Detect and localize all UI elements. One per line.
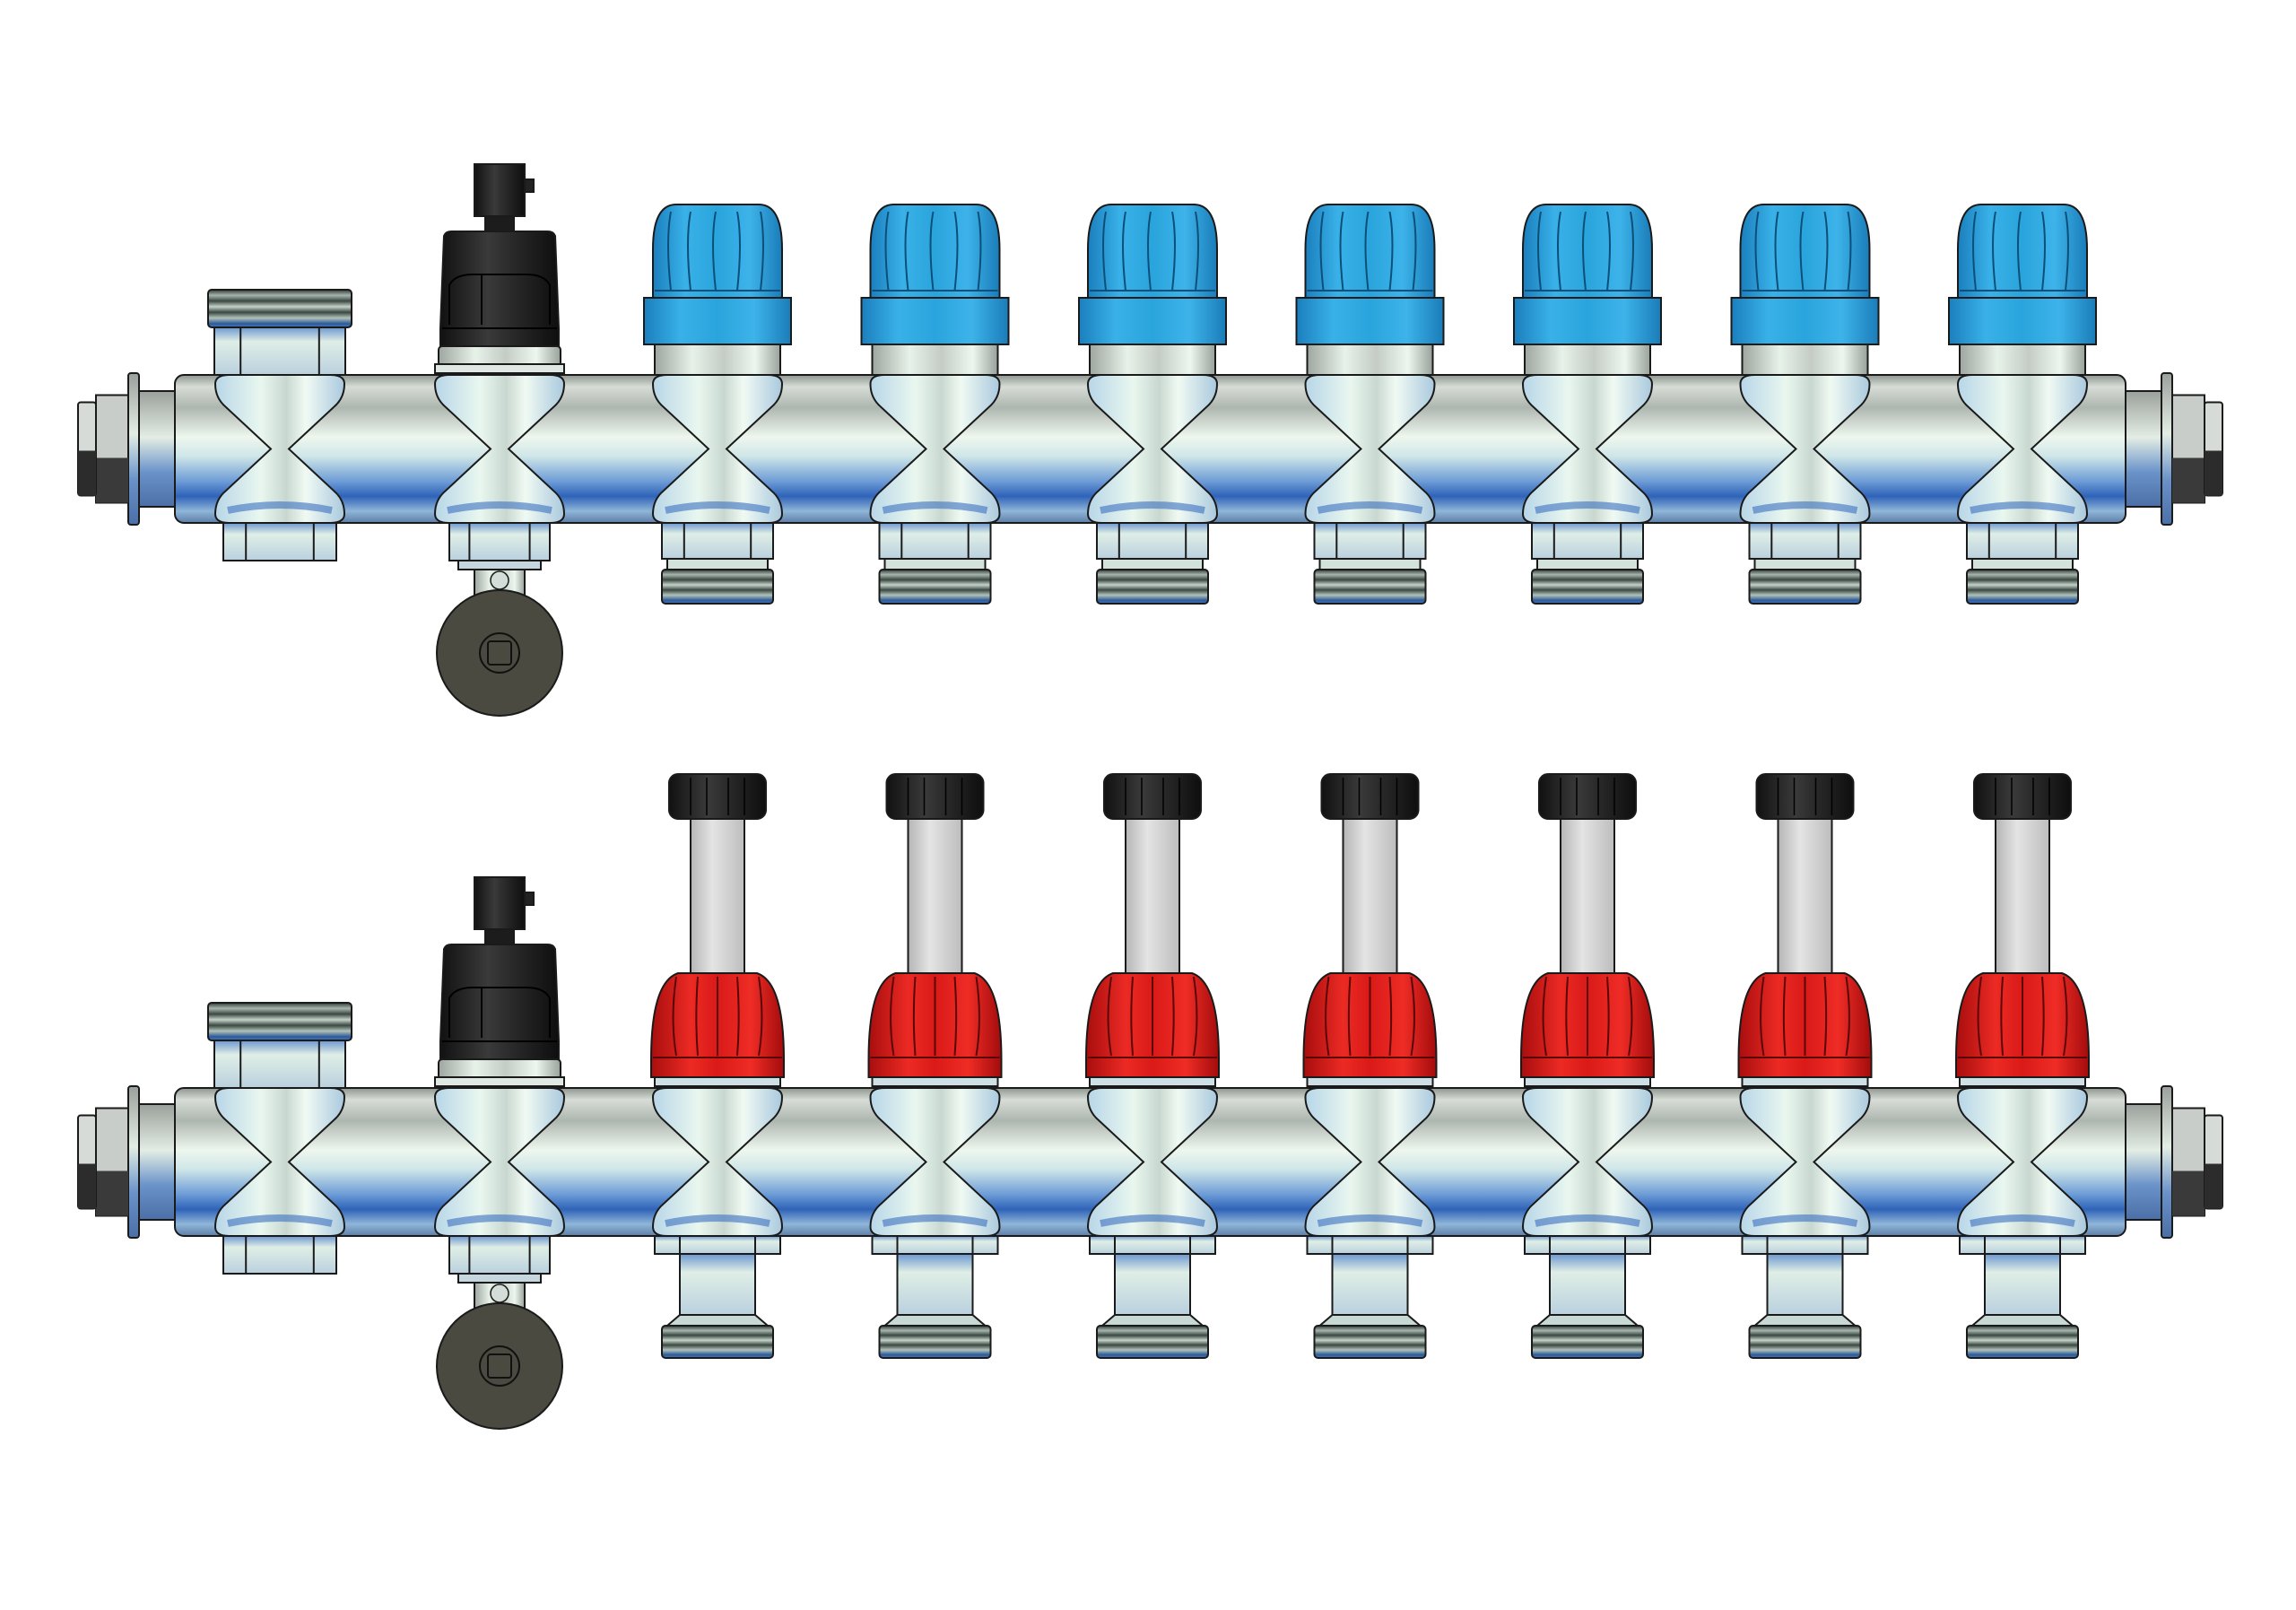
flowmeter-knob-icon	[1538, 773, 1637, 820]
outlet-hex-nut	[1741, 1235, 1869, 1255]
flowmeter	[1955, 773, 2090, 1359]
red-flowmeter-cap-icon	[1302, 972, 1438, 1078]
blue-valve-cap-icon	[1295, 204, 1445, 345]
port-body	[1521, 1087, 1654, 1237]
fitting-bottom-nut	[222, 1235, 337, 1275]
outlet-hex-nut	[1959, 1235, 2086, 1255]
outlet-hex-nut	[1966, 522, 2079, 560]
outlet-thread	[1966, 1325, 2079, 1359]
fitting-bottom-nut	[222, 522, 337, 561]
port-body	[433, 1087, 566, 1237]
fitting-thread-icon	[207, 1002, 352, 1041]
fitting-hex-nut	[213, 326, 346, 376]
flowmeter-sight-tube	[1342, 815, 1398, 974]
outlet-thread	[1531, 1325, 1644, 1359]
thermostatic-valve	[1295, 204, 1445, 605]
flowmeter-sight-tube	[1125, 815, 1180, 974]
port-body	[869, 1087, 1001, 1237]
flowmeter-sight-tube	[1995, 815, 2050, 974]
left-end-cap	[77, 1085, 176, 1239]
air-vent-icon	[434, 163, 565, 374]
port-body	[1956, 1087, 2089, 1237]
port-body	[1304, 1087, 1436, 1237]
drain-hex-nut	[448, 522, 551, 561]
left-end-cap	[77, 372, 176, 526]
outlet-thread	[1096, 1325, 1209, 1359]
outlet-hex-nut	[1531, 522, 1644, 560]
outlet-hex-nut	[654, 1235, 781, 1255]
outlet-thread	[1313, 569, 1427, 605]
drain-hex-nut	[448, 1235, 551, 1275]
flowmeter-knob-icon	[1320, 773, 1420, 820]
port-body	[1086, 1087, 1219, 1237]
outlet-thread	[1966, 569, 2079, 605]
red-flowmeter-cap-icon	[1520, 972, 1655, 1078]
red-flowmeter-cap-icon	[867, 972, 1003, 1078]
outlet-thread	[1313, 1325, 1427, 1359]
side-fitting	[207, 1002, 352, 1275]
outlet-thread	[1748, 1325, 1862, 1359]
thermostatic-valve	[1078, 204, 1227, 605]
flowmeter-sight-tube	[1560, 815, 1615, 974]
thermostatic-valve	[1513, 204, 1662, 605]
thermostatic-valve	[1948, 204, 2097, 605]
fitting-hex-nut	[213, 1040, 346, 1089]
outlet-hex-nut	[878, 522, 992, 560]
air-vent-icon	[434, 876, 565, 1087]
port-body	[433, 374, 566, 524]
supply-manifold	[77, 773, 2223, 1430]
flowmeter	[1737, 773, 1873, 1359]
blue-valve-cap-icon	[1078, 204, 1227, 345]
flowmeter-sight-tube	[690, 815, 745, 974]
outlet-thread	[1748, 569, 1862, 605]
blue-valve-cap-icon	[1513, 204, 1662, 345]
flowmeter-knob-icon	[1103, 773, 1202, 820]
flowmeter-sight-tube	[1777, 815, 1833, 974]
red-flowmeter-cap-icon	[650, 972, 785, 1078]
flowmeter-knob-icon	[1755, 773, 1855, 820]
blue-valve-cap-icon	[1730, 204, 1880, 345]
outlet-hex-nut	[661, 522, 774, 560]
outlet-thread	[1096, 569, 1209, 605]
flowmeter-knob-icon	[668, 773, 767, 820]
red-flowmeter-cap-icon	[1737, 972, 1873, 1078]
drain-valve-icon	[436, 1235, 563, 1430]
outlet-hex-nut	[1089, 1235, 1216, 1255]
outlet-hex-nut	[1524, 1235, 1651, 1255]
right-end-cap	[2125, 372, 2223, 526]
outlet-hex-nut	[1748, 522, 1862, 560]
thermostatic-valve	[643, 204, 792, 605]
port-body	[1739, 1087, 1871, 1237]
red-flowmeter-cap-icon	[1955, 972, 2090, 1078]
outlet-hex-nut	[871, 1235, 999, 1255]
outlet-thread	[661, 569, 774, 605]
outlet-hex-nut	[1306, 1235, 1434, 1255]
outlet-thread	[878, 1325, 992, 1359]
outlet-thread	[661, 1325, 774, 1359]
side-fitting	[207, 289, 352, 561]
red-flowmeter-cap-icon	[1085, 972, 1220, 1078]
flowmeter	[1520, 773, 1655, 1359]
outlet-hex-nut	[1096, 522, 1209, 560]
flowmeter-knob-icon	[885, 773, 985, 820]
fitting-thread-icon	[207, 289, 352, 328]
outlet-hex-nut	[1313, 522, 1427, 560]
flowmeter-sight-tube	[907, 815, 963, 974]
blue-valve-cap-icon	[860, 204, 1010, 345]
thermostatic-valve	[1730, 204, 1880, 605]
outlet-thread	[1531, 569, 1644, 605]
flowmeter	[1302, 773, 1438, 1359]
port-body	[651, 1087, 784, 1237]
drain-valve-icon	[436, 522, 563, 717]
thermostatic-valve	[860, 204, 1010, 605]
right-end-cap	[2125, 1085, 2223, 1239]
flowmeter	[650, 773, 785, 1359]
blue-valve-cap-icon	[643, 204, 792, 345]
blue-valve-cap-icon	[1948, 204, 2097, 345]
return-manifold	[77, 163, 2223, 717]
flowmeter	[1085, 773, 1220, 1359]
flowmeter	[867, 773, 1003, 1359]
outlet-thread	[878, 569, 992, 605]
flowmeter-knob-icon	[1973, 773, 2072, 820]
